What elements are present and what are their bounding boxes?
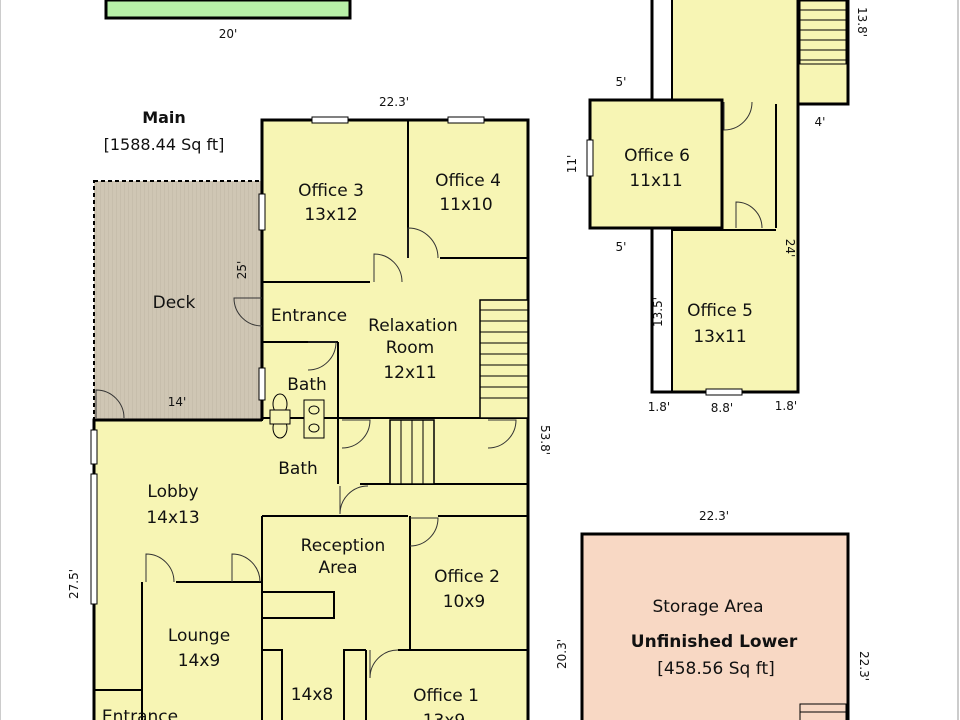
toilet-icon [269, 393, 291, 439]
lobby-name: Lobby [147, 482, 198, 502]
main-area: [1588.44 Sq ft] [104, 135, 225, 154]
lounge-name: Lounge [168, 626, 230, 646]
door-swing [233, 297, 263, 327]
office6-name: Office 6 [624, 146, 690, 166]
door-swing [341, 419, 371, 449]
door-swing [231, 553, 261, 583]
window [90, 429, 98, 465]
window [586, 139, 594, 177]
door-swing [369, 649, 399, 679]
lower-room-name: Storage Area [652, 597, 763, 617]
hall-columns [262, 649, 283, 720]
relaxation-name: Relaxation [368, 316, 458, 336]
relaxation-size: 12x11 [383, 363, 436, 383]
office4-name: Office 4 [435, 171, 501, 191]
wing-dim-office6-side: 11' [565, 155, 579, 174]
door-swing [373, 253, 403, 283]
main-outer-wall [260, 118, 530, 720]
door-swing [723, 101, 753, 131]
wing-dim-bottom-mid: 8.8' [711, 401, 733, 415]
bath-lower-name: Bath [278, 459, 318, 479]
wing-dim-bottom-left: 1.8' [648, 400, 670, 414]
lower-title: Unfinished Lower [631, 632, 798, 652]
hall-size: 14x8 [291, 685, 334, 705]
wing-dim-office5-side: 13.5' [651, 297, 665, 327]
window [311, 116, 349, 124]
main-left-wall [92, 418, 262, 720]
window [258, 367, 266, 401]
door-swing [145, 553, 175, 583]
lobby-size: 14x13 [146, 508, 199, 528]
wing-dim-right: 24' [783, 239, 797, 258]
office3-size: 13x12 [304, 205, 357, 225]
door-swing [487, 419, 517, 449]
office1-name: Office 1 [413, 686, 479, 706]
office5-size: 13x11 [693, 327, 746, 347]
main-right-dim: 53.8' [538, 425, 552, 455]
deck-side-dim: 25' [235, 261, 249, 280]
top-dim: 20' [219, 27, 238, 41]
wing-dim-top-right: 13.8' [855, 7, 869, 37]
wing-dim-stair: 4' [815, 115, 826, 129]
unfinished-lower: 22.3' 20.3' 22.3' Storage Area Unfinishe… [555, 509, 871, 720]
bath-upper-name: Bath [287, 375, 327, 395]
office2-name: Office 2 [434, 567, 500, 587]
staircase-upper [479, 299, 529, 419]
deck-bottom-dim: 14' [168, 395, 187, 409]
wing-dim-bottom-right: 1.8' [775, 399, 797, 413]
wing-dim-top-left: 5' [616, 75, 627, 89]
lower-area: [458.56 Sq ft] [657, 659, 775, 679]
reception-name2: Area [318, 558, 357, 578]
main-title: Main [142, 108, 186, 127]
relaxation-name2: Room [386, 338, 434, 358]
lower-right-dim: 22.3' [857, 651, 871, 681]
wall-lounge-south [94, 689, 143, 720]
office4-size: 11x10 [439, 195, 492, 215]
office3-name: Office 3 [298, 181, 364, 201]
main-fill-left [94, 420, 264, 720]
door-swing [735, 201, 763, 229]
staircase-middle [389, 419, 435, 485]
green-area [104, 0, 352, 20]
door-swing [95, 389, 125, 419]
window [447, 116, 485, 124]
hall-columns-2 [343, 649, 366, 720]
entrance-lower-name: Entrance [102, 707, 178, 720]
stair-box [796, 0, 850, 106]
reception-name: Reception [301, 536, 386, 556]
deck-name: Deck [153, 293, 196, 313]
office2-size: 10x9 [443, 592, 486, 612]
lower-left-dim: 20.3' [555, 639, 569, 669]
lower-top-dim: 22.3' [699, 509, 729, 523]
main-left-dim: 27.5' [67, 569, 81, 599]
lounge-size: 14x9 [178, 651, 221, 671]
office6-fill [590, 100, 722, 228]
door-swing [307, 341, 337, 371]
wing-dim-mid-left: 5' [616, 240, 627, 254]
door-swing [409, 517, 439, 547]
staircase-wing [799, 0, 847, 65]
office5-name: Office 5 [687, 301, 753, 321]
lower-walls [580, 532, 850, 720]
sink-icon [303, 399, 325, 439]
office6-size: 11x11 [629, 171, 682, 191]
main-top-dim: 22.3' [379, 95, 409, 109]
main-floor: Main [1588.44 Sq ft] 22.3' 53.8' 25' 14'… [67, 95, 552, 720]
door-swing [407, 227, 439, 259]
window [90, 473, 98, 605]
closet-box [261, 591, 335, 619]
entrance-upper-name: Entrance [271, 306, 347, 326]
upper-right-wing: Office 6 11x11 Office 5 13x11 13.8' 5' 4… [565, 0, 869, 415]
door-swing [339, 485, 369, 515]
window [705, 388, 743, 396]
office1-size: 13x9 [423, 711, 466, 720]
window [258, 193, 266, 231]
